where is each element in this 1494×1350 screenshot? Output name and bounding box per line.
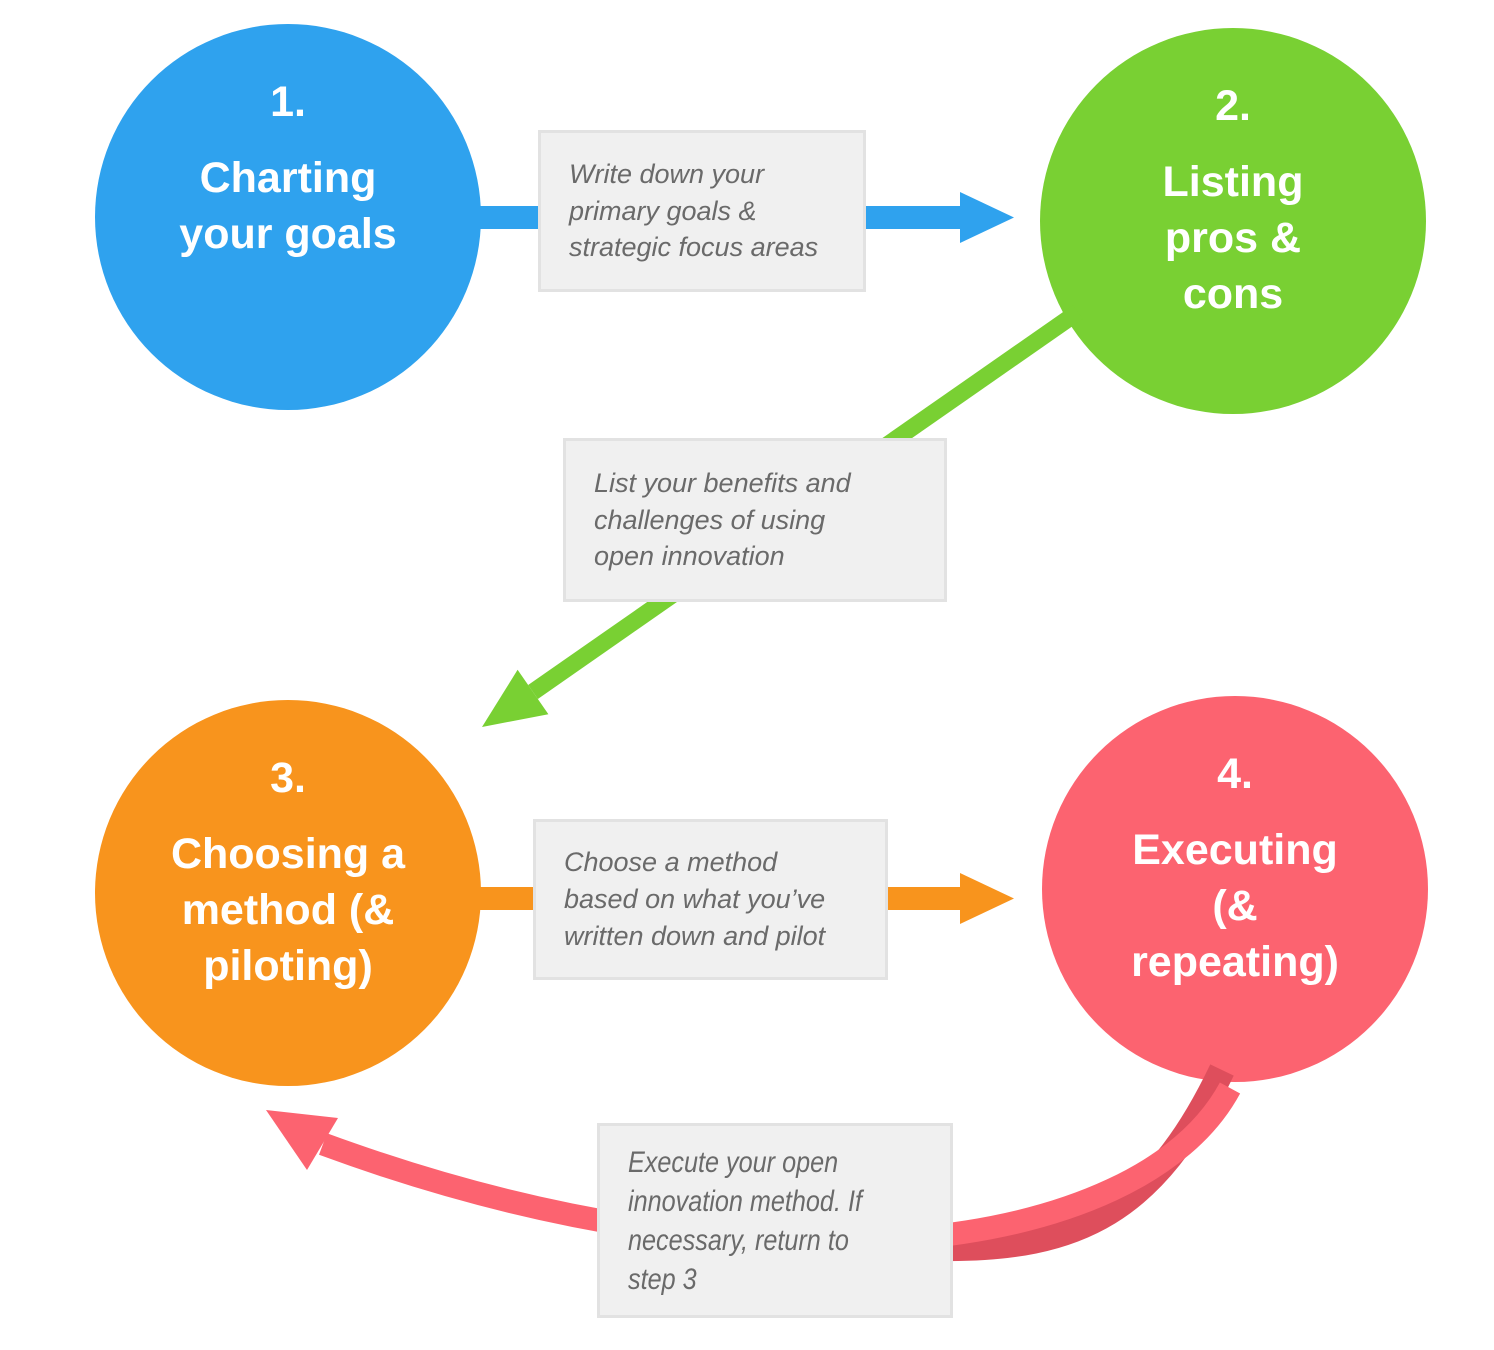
note-step3-to-step4: Choose a method based on what you’ve wri… [533,819,888,980]
step-3-title: Choosing a method (& piloting) [170,830,406,990]
note-text: List your benefits and challenges of usi… [594,467,851,572]
step-4-title: Executing (& repeating) [1131,826,1339,986]
step-2-title: Listing pros & cons [1162,158,1304,318]
step-4-number: 4. [1217,750,1253,798]
note-text: Execute your open innovation method. If … [628,1145,862,1296]
note-step1-to-step2: Write down your primary goals & strategi… [538,130,866,292]
step-1-number: 1. [270,78,306,126]
step-3-number: 3. [270,754,306,802]
step-1-circle: 1. Charting your goals [95,24,481,410]
step-4-circle: 4. Executing (& repeating) [1042,696,1428,1082]
note-step2-to-step3: List your benefits and challenges of usi… [563,438,947,602]
note-step4-to-step3: Execute your open innovation method. If … [597,1123,953,1318]
note-text: Write down your primary goals & strategi… [569,158,819,263]
step-2-number: 2. [1215,82,1251,130]
step-3-circle: 3. Choosing a method (& piloting) [95,700,481,1086]
step-2-circle: 2. Listing pros & cons [1040,28,1426,414]
step-1-title: Charting your goals [179,154,397,258]
note-text: Choose a method based on what you’ve wri… [564,847,826,951]
